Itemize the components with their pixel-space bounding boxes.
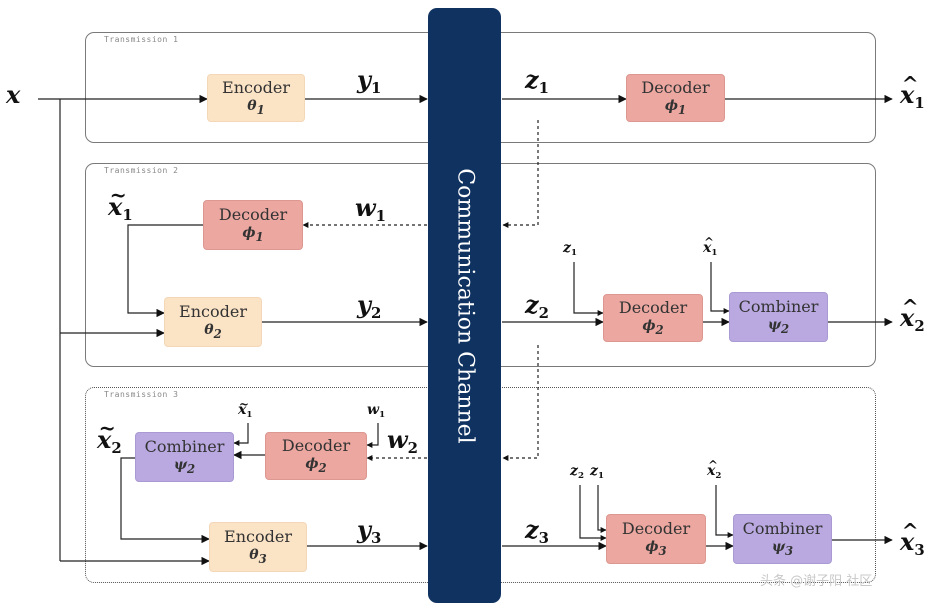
box-name: Decoder	[281, 436, 351, 456]
symbol-z1: z1	[525, 65, 549, 98]
region-label-3: Transmission 3	[104, 390, 179, 399]
symbol-xhat2-output: x2	[900, 295, 925, 335]
box-name: Encoder	[179, 302, 247, 322]
symbol-y1: y1	[357, 65, 382, 98]
box-param: ϕ3	[645, 538, 667, 558]
symbol-xhat1-output: x1	[900, 72, 925, 112]
encoder-theta-2: Encoder θ2	[164, 297, 262, 347]
symbol-z3: z3	[525, 515, 549, 548]
box-param: ψ3	[771, 538, 794, 558]
box-name: Decoder	[621, 519, 691, 539]
symbol-x-input: x	[6, 80, 21, 109]
symbol-xhat1-small: x1	[703, 235, 717, 258]
decoder-phi-1-row2: Decoder ϕ1	[203, 200, 303, 250]
decoder-phi-3: Decoder ϕ3	[606, 514, 706, 564]
box-param: ϕ2	[305, 455, 327, 475]
box-param: ϕ1	[242, 224, 264, 244]
region-label-2: Transmission 2	[104, 166, 179, 175]
symbol-y2: y2	[357, 290, 382, 323]
symbol-xtilde2: x2	[97, 416, 122, 457]
symbol-xtilde1-small: x1	[238, 397, 252, 420]
box-param: θ3	[249, 546, 267, 566]
symbol-z2: z2	[525, 290, 549, 323]
box-name: Decoder	[218, 205, 288, 225]
symbol-z2-small: z2	[570, 463, 584, 482]
channel-label: Communication Channel	[452, 167, 477, 444]
box-param: θ1	[247, 97, 265, 117]
box-param: ψ2	[173, 456, 196, 476]
decoder-phi-1: Decoder ϕ1	[626, 74, 725, 122]
symbol-xtilde1: x1	[108, 183, 133, 224]
box-param: ψ2	[767, 316, 790, 336]
box-param: ϕ1	[664, 97, 687, 117]
box-name: Encoder	[224, 527, 292, 547]
encoder-theta-3: Encoder θ3	[209, 522, 307, 572]
watermark: 头条 @谢子阳 社区	[760, 574, 873, 589]
box-param: ϕ2	[642, 317, 664, 337]
combiner-psi-3: Combiner ψ3	[733, 514, 832, 564]
symbol-w1: w1	[355, 193, 387, 226]
symbol-w1-small: w1	[367, 402, 386, 421]
encoder-theta-1: Encoder θ1	[207, 74, 305, 122]
symbol-xhat3-output: x3	[900, 519, 925, 559]
box-name: Decoder	[618, 298, 688, 318]
symbol-z1-small: z1	[563, 240, 577, 259]
communication-channel: Communication Channel	[428, 8, 501, 603]
decoder-phi-2: Decoder ϕ2	[603, 294, 703, 342]
symbol-w2: w2	[387, 425, 419, 458]
box-param: θ2	[204, 321, 222, 341]
region-label-1: Transmission 1	[104, 35, 179, 44]
box-name: Combiner	[742, 519, 823, 539]
decoder-phi-2-row3: Decoder ϕ2	[265, 432, 367, 480]
box-name: Encoder	[222, 78, 290, 98]
box-name: Combiner	[738, 297, 819, 317]
symbol-z1-small-row3: z1	[590, 463, 604, 482]
box-name: Combiner	[144, 437, 225, 457]
symbol-y3: y3	[357, 515, 382, 548]
combiner-psi-2: Combiner ψ2	[729, 292, 828, 342]
combiner-psi-2-row3: Combiner ψ2	[135, 432, 234, 482]
box-name: Decoder	[641, 78, 710, 98]
symbol-xhat2-small: x2	[707, 458, 721, 481]
